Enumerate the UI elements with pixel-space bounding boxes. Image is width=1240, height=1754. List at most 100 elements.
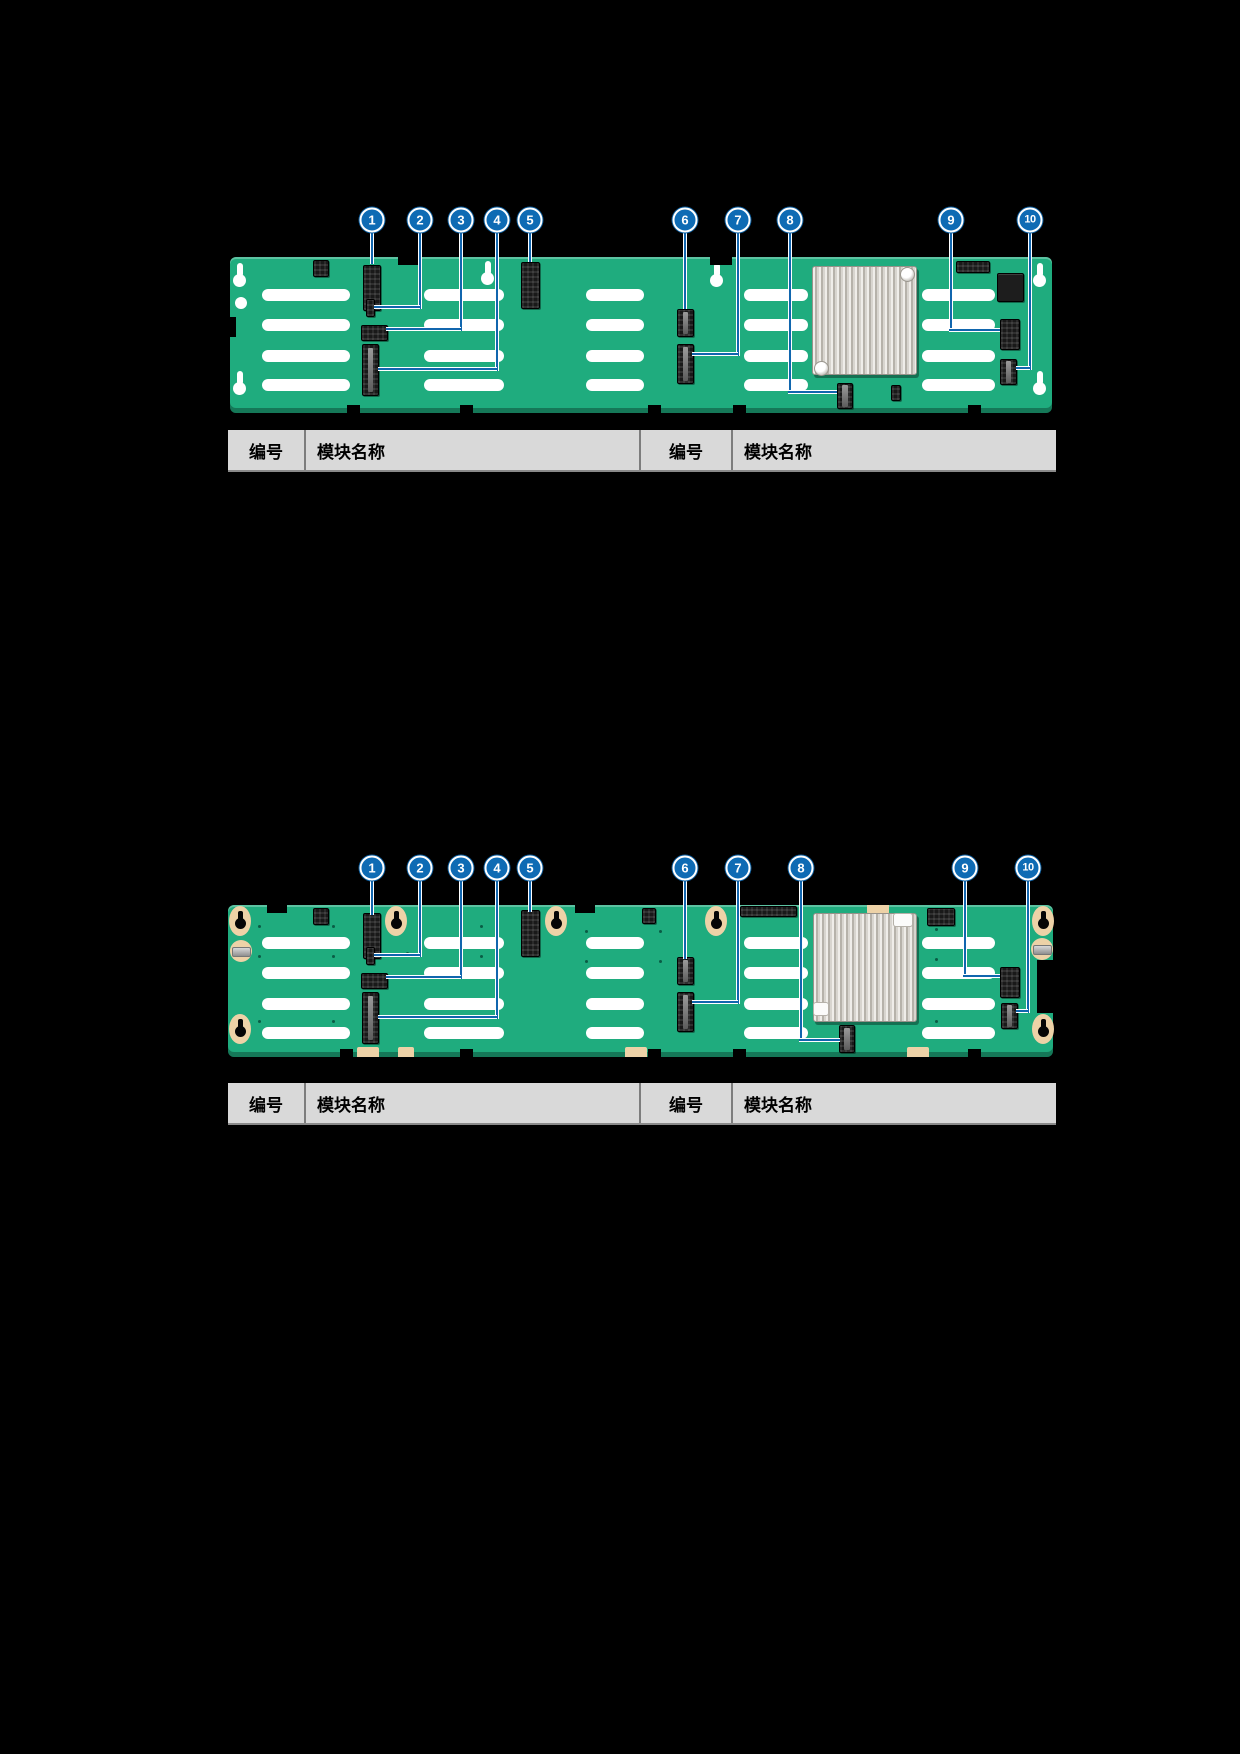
sas-connector-8 [837,383,853,409]
leader-line-6 [682,876,687,959]
board-edge-notch [460,405,473,413]
drive-slot [922,289,995,301]
callout-3: 3 [448,855,474,881]
test-point [585,930,588,933]
mounting-keyhole [1040,911,1046,920]
heatsink-screw [900,267,915,282]
leader-line-4 [494,228,499,371]
callout-8: 8 [788,855,814,881]
callout-6: 6 [672,207,698,233]
heatsink [812,266,917,375]
drive-slot [922,998,995,1010]
mounting-keyhole [237,911,243,920]
mounting-keyhole [1037,263,1043,277]
drive-slot [744,289,808,301]
drive-slot [262,998,350,1010]
leader-line-3 [458,876,463,979]
callout-10: 10 [1015,855,1041,881]
jumper-block [642,908,656,924]
mounting-keyhole [713,911,719,920]
drive-slot [262,937,350,949]
drive-slot [262,289,350,301]
signal-connector-3 [361,973,388,989]
leader-line-2 [374,952,420,957]
board-edge-notch [733,1049,746,1057]
pin-header-row [740,906,797,917]
mounting-hole [235,297,247,309]
mounting-keyhole [710,918,722,929]
mounting-keyhole [1037,1026,1049,1037]
test-point [935,958,938,961]
power-connector-9 [1000,967,1020,998]
drive-slot [424,1027,504,1039]
drive-slot [262,319,350,331]
leader-line-2 [374,304,420,309]
mounting-keyhole [553,911,559,920]
drive-slot [922,379,995,391]
edge-pad [907,1047,929,1057]
drive-slot [922,1027,995,1039]
mounting-keyhole [485,261,491,275]
callout-7: 7 [725,855,751,881]
mounting-keyhole [1037,371,1043,385]
leader-line-1 [369,876,374,915]
leader-line-10 [1016,1008,1028,1013]
table-header-module-name: 模块名称 [306,1083,641,1123]
sas-connector-7 [677,344,694,384]
leader-line-7 [692,999,738,1004]
test-point [332,955,335,958]
test-point [659,960,662,963]
mounting-keyhole [234,918,246,929]
drive-slot [744,1027,808,1039]
test-point [258,1020,261,1023]
leader-line-8 [799,1037,840,1042]
drive-slot [744,319,808,331]
callout-4: 4 [484,855,510,881]
callout-9: 9 [952,855,978,881]
board-edge-notch [968,1049,981,1057]
drive-slot [424,350,504,362]
table-header-module-name: 模块名称 [744,442,812,462]
callout-1: 1 [359,207,385,233]
table-header-number: 编号 [228,1083,306,1123]
drive-slot [744,937,808,949]
table-header-module-name: 模块名称 [744,1095,812,1115]
drive-slot [922,350,995,362]
test-point [480,955,483,958]
module-table-header: 编号 模块名称 编号 模块名称 [228,430,1056,472]
board-edge-notch [733,405,746,413]
drive-slot [744,967,808,979]
heatsink-screw [814,361,829,376]
drive-slot [424,937,504,949]
sas-connector-7 [677,992,694,1032]
edge-pad [625,1047,647,1057]
leader-line-3 [386,974,461,979]
leader-line-5 [527,228,532,262]
leader-line-8 [787,228,792,394]
board-edge-notch [340,1049,353,1057]
heatsink-tab [893,913,913,927]
leader-line-8 [788,389,837,394]
table-header-module-name: 模块名称 [306,430,641,470]
test-point [585,960,588,963]
heatsink-tab [813,1002,829,1016]
test-point [332,1020,335,1023]
callout-9: 9 [938,207,964,233]
callout-2: 2 [407,855,433,881]
expander-chip [997,273,1024,302]
mounting-keyhole [550,918,562,929]
board-edge-notch [460,1049,473,1057]
sas-connector-4 [362,344,379,396]
leader-line-4 [378,1014,497,1019]
mounting-keyhole [233,274,246,287]
leader-line-10 [1027,228,1032,370]
test-point [935,1020,938,1023]
mounting-keyhole [237,263,243,277]
sas-connector-4 [362,992,379,1044]
drive-slot [744,350,808,362]
callout-5: 5 [517,207,543,233]
leader-line-4 [494,876,499,1019]
edge-pad [357,1047,379,1057]
jumper-block [313,260,329,277]
